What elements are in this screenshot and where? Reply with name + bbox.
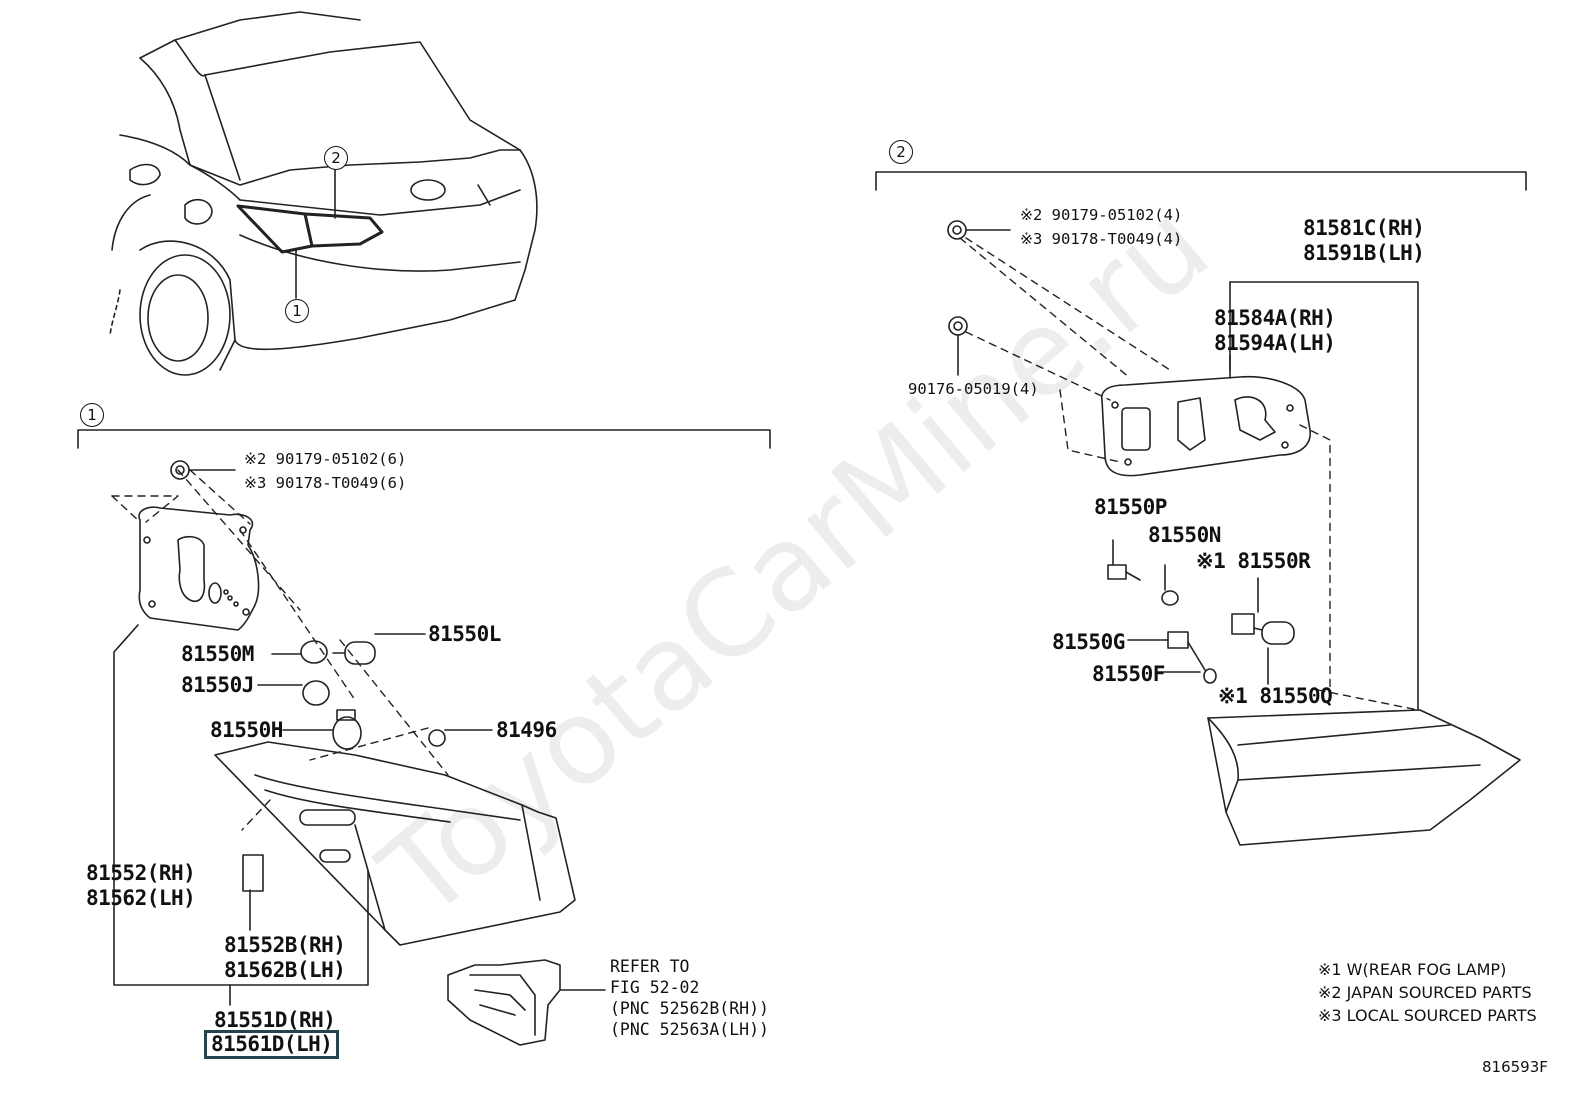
part-81550J: 81550J [181, 673, 254, 697]
part-81550R: ※1 81550R [1196, 549, 1311, 573]
part-81550M: 81550M [181, 642, 254, 666]
section-2-bracket [875, 171, 1527, 191]
refer-to-fig-note: REFER TO FIG 52-02 (PNC 52562B(RH)) (PNC… [610, 956, 769, 1040]
part-81562-lh: 81562(LH) [86, 886, 196, 910]
car-rear-overview [109, 11, 538, 376]
part-81551D-rh: 81551D(RH) [214, 1008, 336, 1032]
figure-number: 816593F [1482, 1058, 1548, 1076]
screw-icon [947, 220, 1011, 376]
callout-1: 1 [285, 299, 309, 323]
refer-line: (PNC 52563A(LH)) [610, 1020, 769, 1040]
retainer-bracket-icon [447, 959, 606, 1046]
part-81550P: 81550P [1094, 495, 1167, 519]
screw-note-japan: ※2 90179-05102(6) [244, 450, 407, 468]
inner-lamp-icon [1207, 709, 1521, 846]
part-81550N: 81550N [1148, 523, 1221, 547]
legend-item-japan-sourced: ※2 JAPAN SOURCED PARTS [1318, 983, 1532, 1002]
section-1-bracket [77, 429, 771, 449]
part-90176-05019: 90176-05019(4) [908, 380, 1039, 398]
section-1-callout: 1 [80, 403, 104, 427]
part-81562B-lh: 81562B(LH) [224, 958, 346, 982]
part-81550L: 81550L [428, 622, 501, 646]
part-81550Q: ※1 81550Q [1218, 684, 1333, 708]
part-81496: 81496 [496, 718, 557, 742]
bulb-socket-icons [257, 633, 493, 750]
part-81552B-rh: 81552B(RH) [224, 933, 346, 957]
refer-line: (PNC 52562B(RH)) [610, 999, 769, 1019]
outer-lamp-icon [214, 741, 576, 946]
refer-line: FIG 52-02 [610, 978, 700, 998]
inner-gasket-icon [1101, 375, 1311, 477]
refer-line: REFER TO [610, 957, 690, 976]
part-81550G: 81550G [1052, 630, 1125, 654]
legend-item-local-sourced: ※3 LOCAL SOURCED PARTS [1318, 1006, 1537, 1025]
callout-2: 2 [324, 146, 348, 170]
screw-note-local-2: ※3 90178-T0049(4) [1020, 230, 1183, 248]
part-81552-rh: 81552(RH) [86, 861, 196, 885]
part-81550H: 81550H [210, 718, 283, 742]
screw-note-japan-2: ※2 90179-05102(4) [1020, 206, 1183, 224]
part-81550F: 81550F [1092, 662, 1165, 686]
gasket-plate-icon [138, 506, 260, 631]
part-81561D-lh-highlighted[interactable]: 81561D(LH) [204, 1030, 340, 1059]
part-81591B-lh: 81591B(LH) [1303, 241, 1425, 265]
screw-icon [170, 460, 236, 480]
part-81581C-rh: 81581C(RH) [1303, 216, 1425, 240]
part-81584A-rh: 81584A(RH) [1214, 306, 1336, 330]
screw-note-local: ※3 90178-T0049(6) [244, 474, 407, 492]
section-2-callout: 2 [889, 140, 913, 164]
bulb-socket-icons [1107, 539, 1295, 685]
part-81594A-lh: 81594A(LH) [1214, 331, 1336, 355]
legend-item-fog-lamp: ※1 W(REAR FOG LAMP) [1318, 960, 1507, 979]
